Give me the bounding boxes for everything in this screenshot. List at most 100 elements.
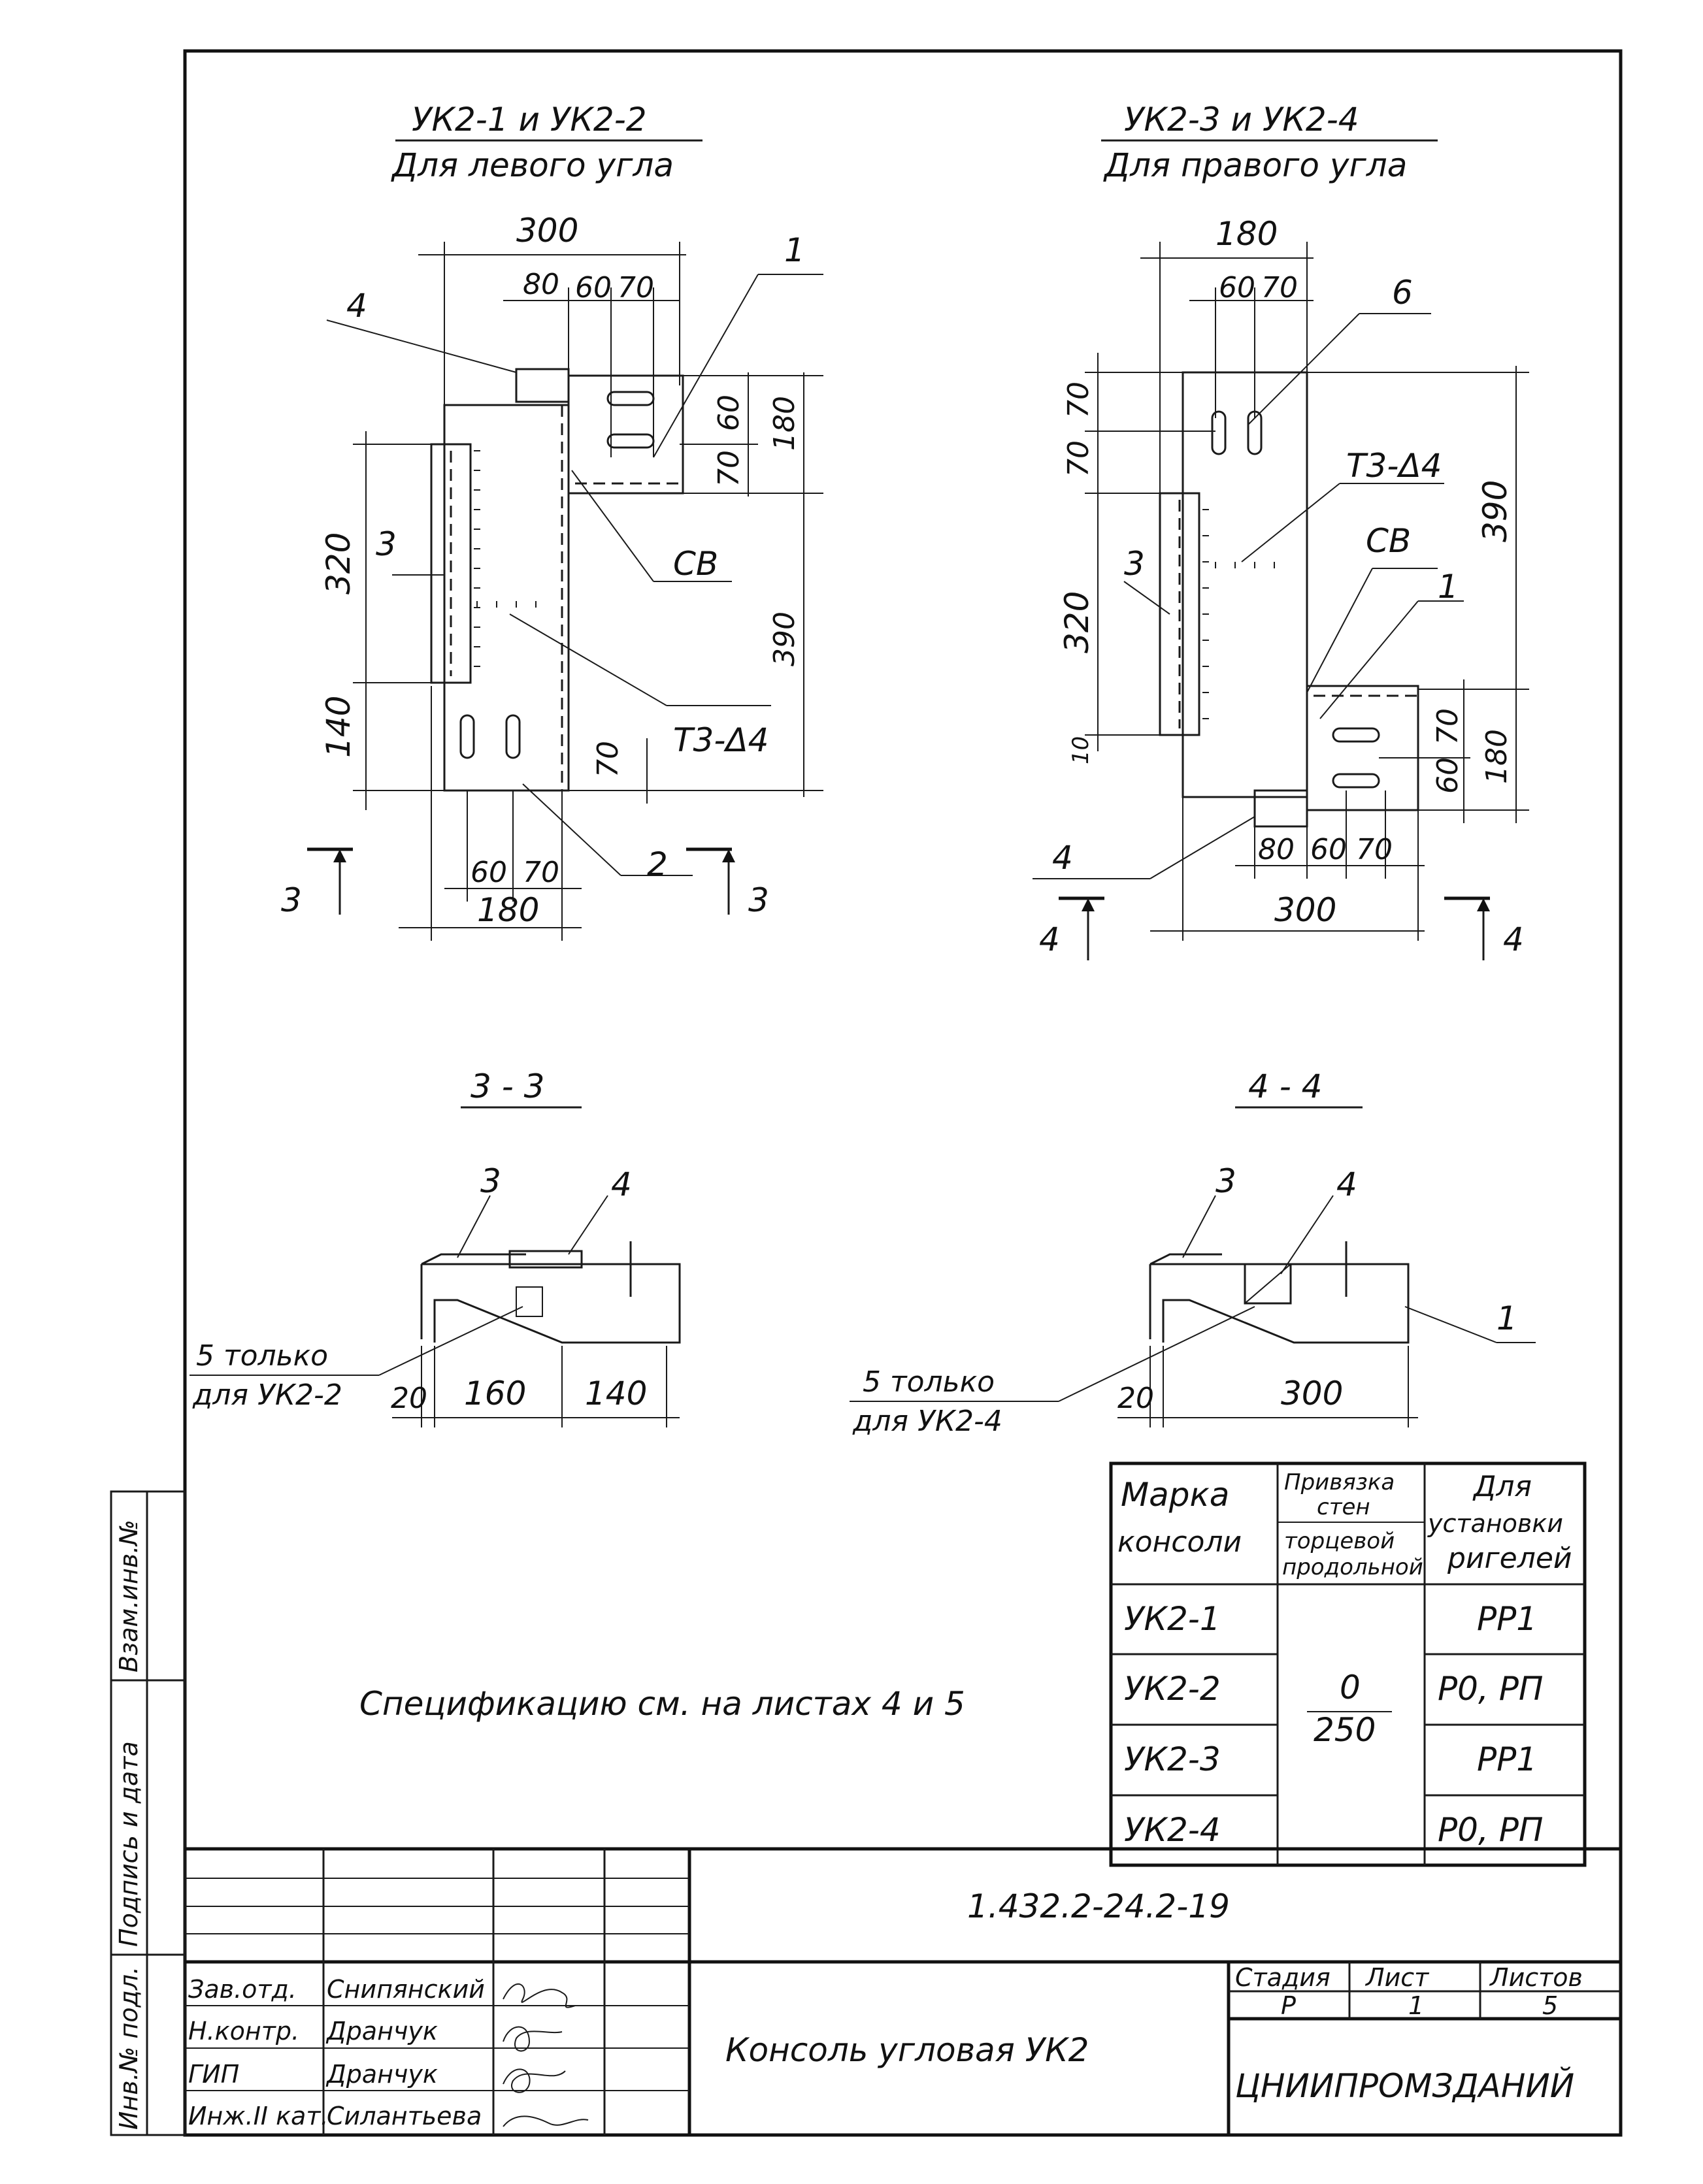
- left-dim-140: 140: [320, 696, 357, 758]
- left-dim-300: 300: [516, 212, 578, 250]
- right-view: УК2-3 и УК2-4 Для правого угла 180 60 70…: [1033, 101, 1529, 960]
- section-4-note-2: для УК2-4: [852, 1405, 1002, 1438]
- left-callout-3: 3: [376, 525, 397, 563]
- right-view-title: УК2-3 и УК2-4: [1124, 101, 1359, 139]
- section-3-callout-4: 4: [611, 1165, 632, 1203]
- spec-note: Спецификацию см. на листах 4 и 5: [359, 1685, 965, 1723]
- left-view-title: УК2-1 и УК2-2: [412, 101, 647, 139]
- right-dim-180b: 180: [1480, 729, 1513, 784]
- right-plate-3: [1159, 492, 1200, 736]
- table-row-4-use: Р0, РП: [1438, 1811, 1544, 1849]
- role-2: Н.контр.: [188, 2017, 299, 2045]
- table-row-3-mark: УК2-3: [1124, 1740, 1221, 1778]
- right-dim-180: 180: [1215, 215, 1278, 253]
- right-dim-70a: 70: [1062, 382, 1095, 418]
- table-bind-a: 0: [1340, 1669, 1361, 1706]
- left-dim-320: 320: [320, 532, 357, 595]
- right-dim-70b: 70: [1062, 440, 1095, 477]
- right-dim-70c: 70: [1431, 708, 1464, 745]
- right-dim-60: 60: [1219, 271, 1255, 304]
- left-callout-weld: Т3-Δ4: [673, 721, 769, 759]
- title-sheet: 1: [1408, 1991, 1424, 2020]
- right-dim-300: 300: [1274, 891, 1336, 929]
- section-3-3: 3 - 3 3 4 5 только для УК2-2 20 160 140: [190, 1068, 681, 1427]
- left-callout-2: 2: [647, 845, 668, 883]
- left-dim-390: 390: [768, 611, 801, 666]
- table-row-1-use: РР1: [1477, 1600, 1537, 1638]
- role-1: Зав.отд.: [188, 1975, 297, 2004]
- name-2: Дранчук: [325, 2017, 438, 2045]
- side-stamp-inv: Инв.№ подл.: [114, 1966, 143, 2130]
- table-head-bind-1: Привязка: [1284, 1469, 1395, 1495]
- table-row-4-mark: УК2-4: [1124, 1811, 1221, 1849]
- title-block: 1.432.2-24.2-19 Консоль угловая УК2 Стад…: [185, 1847, 1621, 2135]
- table-bind-b: 250: [1314, 1711, 1376, 1749]
- right-section-mark-4a: 4: [1039, 921, 1060, 958]
- section-4-callout-1: 1: [1496, 1299, 1517, 1337]
- table-row-3-use: РР1: [1477, 1740, 1537, 1778]
- side-stamp-replace: Взам.инв.№: [114, 1520, 143, 1672]
- table-head-bind-3: торцевой: [1284, 1528, 1395, 1554]
- table-head-bind-2: стен: [1317, 1494, 1370, 1520]
- title-stage-label: Стадия: [1235, 1963, 1331, 1992]
- title-stage: Р: [1281, 1991, 1296, 2020]
- signature-3: [503, 2068, 566, 2093]
- right-callout-3: 3: [1124, 545, 1145, 583]
- right-callout-1: 1: [1438, 568, 1459, 606]
- marks-table: Марка консоли Привязка стен торцевой про…: [1109, 1461, 1587, 1867]
- title-sheet-label: Лист: [1364, 1963, 1430, 1992]
- name-4: Силантьева: [327, 2102, 482, 2130]
- signature-4: [503, 2115, 589, 2127]
- right-plate-4: [1253, 789, 1308, 828]
- table-row-1-mark: УК2-1: [1124, 1600, 1221, 1638]
- section-3-dim-20: 20: [391, 1382, 427, 1415]
- section-3-callout-3: 3: [480, 1162, 501, 1200]
- table-head-mark-2: консоли: [1117, 1525, 1242, 1559]
- title-sheets-label: Листов: [1489, 1963, 1583, 1992]
- section-3-note-1: 5 только: [196, 1339, 328, 1373]
- table-head-bind-4: продольной: [1282, 1554, 1423, 1580]
- left-plate-3: [430, 443, 472, 684]
- left-dim-60v: 60: [712, 395, 746, 431]
- section-4-note-1: 5 только: [863, 1365, 995, 1399]
- section-4-callout-3: 3: [1215, 1162, 1236, 1200]
- section-3-dim-160: 160: [464, 1375, 526, 1412]
- right-plate-1: [1306, 685, 1419, 811]
- section-4-callout-4: 4: [1336, 1165, 1357, 1203]
- table-head-use-2: установки: [1427, 1509, 1563, 1538]
- right-dim-10: 10: [1068, 736, 1094, 764]
- title-sheets: 5: [1542, 1991, 1558, 2020]
- left-dim-70v: 70: [712, 450, 746, 487]
- table-head-use-3: ригелей: [1447, 1542, 1572, 1575]
- section-4-dim-20: 20: [1117, 1382, 1154, 1415]
- side-stamp-sign: Подпись и дата: [114, 1741, 143, 1947]
- role-3: ГИП: [188, 2060, 239, 2089]
- title-doc-code: 1.432.2-24.2-19: [967, 1887, 1230, 1925]
- table-head-use-1: Для: [1472, 1470, 1532, 1503]
- name-3: Дранчук: [325, 2060, 438, 2089]
- right-dim-320: 320: [1058, 591, 1096, 653]
- right-callout-6: 6: [1392, 274, 1413, 312]
- right-dim-70: 70: [1261, 271, 1298, 304]
- right-callout-cv: СВ: [1366, 522, 1411, 560]
- section-3-note-2: для УК2-2: [192, 1378, 342, 1412]
- left-dim-70c: 70: [523, 856, 559, 889]
- right-dim-60b: 60: [1431, 757, 1464, 794]
- left-callout-1: 1: [784, 231, 805, 269]
- right-callout-4: 4: [1052, 839, 1073, 877]
- right-dim-70d: 70: [1356, 833, 1393, 866]
- left-callout-cv: СВ: [673, 545, 718, 583]
- right-dim-80: 80: [1258, 833, 1295, 866]
- right-dim-390: 390: [1476, 480, 1514, 542]
- left-dim-70b: 70: [591, 741, 625, 777]
- left-dim-60: 60: [575, 271, 612, 304]
- left-dim-180b: 180: [477, 891, 539, 929]
- right-plate-6: [1182, 371, 1308, 798]
- section-3-dim-140: 140: [585, 1375, 647, 1412]
- table-head-mark-1: Марка: [1121, 1476, 1229, 1514]
- right-dim-60c: 60: [1310, 833, 1347, 866]
- table-row-2-mark: УК2-2: [1124, 1670, 1221, 1708]
- left-dim-60b: 60: [471, 856, 507, 889]
- left-view-subtitle: Для левого угла: [391, 146, 674, 184]
